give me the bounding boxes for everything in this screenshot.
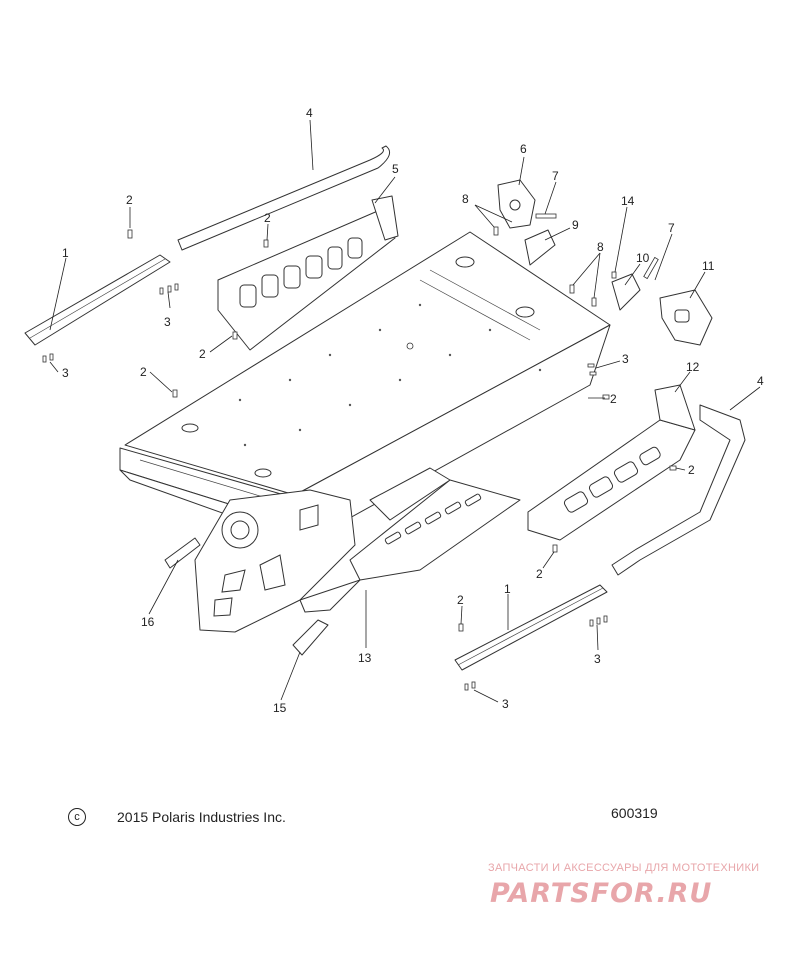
footrest-12-cutouts [563, 446, 661, 513]
watermark-logo: PARTSFOR.RU [490, 878, 712, 909]
callout-3-lower-right: 3 [594, 652, 601, 666]
bumper-tube-4-upper [177, 145, 391, 251]
rail-1-left [24, 254, 171, 346]
callout-8-left: 8 [462, 192, 469, 206]
bracket-15 [292, 619, 329, 656]
bracket-16 [164, 537, 201, 569]
callout-2-lower-rail: 2 [457, 593, 464, 607]
callout-2-lower-footrest: 2 [536, 567, 543, 581]
callout-11: 11 [702, 259, 715, 273]
callout-1-right: 1 [504, 582, 511, 596]
bracket-11 [659, 289, 713, 346]
watermark-caption: ЗАПЧАСТИ И АКСЕССУАРЫ ДЛЯ МОТОТЕХНИКИ [488, 862, 760, 874]
callout-3-right: 3 [622, 352, 629, 366]
callout-4-lower: 4 [757, 374, 764, 388]
copyright-symbol: c [68, 808, 86, 826]
callout-6: 6 [520, 142, 527, 156]
front-bulkhead-panel [194, 489, 356, 633]
bracket-9 [524, 229, 556, 266]
rail-1-right [454, 584, 608, 671]
fasteners [42, 213, 677, 691]
copyright-notice: 2015 Polaris Industries Inc. [117, 809, 286, 825]
callout-2-upper-left: 2 [126, 193, 133, 207]
bracket-6 [497, 179, 536, 229]
callout-16: 16 [141, 615, 155, 629]
bracket-10 [611, 273, 641, 311]
callout-3-upper-left-a: 3 [164, 315, 171, 329]
footrest-5-cutouts [239, 237, 363, 308]
callout-15: 15 [273, 701, 287, 715]
callout-2-footrest-left: 2 [199, 347, 206, 361]
right-footrest-12 [527, 384, 696, 541]
callout-7-upper: 7 [552, 169, 559, 183]
callout-9: 9 [572, 218, 579, 232]
callout-2-footrest-top: 2 [264, 211, 271, 225]
callout-2-right-side: 2 [610, 392, 617, 406]
left-footrest-5 [217, 195, 399, 351]
callout-2-right-footrest: 2 [688, 463, 695, 477]
callout-10: 10 [636, 251, 650, 265]
running-board-13 [299, 467, 521, 613]
callout-3-upper-left-b: 3 [62, 366, 69, 380]
callout-labels: 1 1 2 2 2 2 2 2 2 2 3 3 3 3 3 4 4 5 6 7 … [62, 106, 764, 715]
leader-lines [49, 119, 761, 703]
callout-13: 13 [358, 651, 372, 665]
running-board-slots [384, 493, 482, 545]
callout-14: 14 [621, 194, 635, 208]
main-tunnel [119, 231, 611, 541]
callout-7-right: 7 [668, 221, 675, 235]
svg-text:PARTSFOR.RU: PARTSFOR.RU [490, 878, 712, 909]
callout-3-lower: 3 [502, 697, 509, 711]
callout-1-left: 1 [62, 246, 69, 260]
diagram-number: 600319 [611, 805, 658, 821]
callout-5: 5 [392, 162, 399, 176]
callout-2-deck: 2 [140, 365, 147, 379]
callout-4-upper: 4 [306, 106, 313, 120]
callout-12: 12 [686, 360, 700, 374]
deck-rivets [238, 303, 542, 447]
bumper-tube-4-lower [611, 404, 746, 576]
callout-8-right: 8 [597, 240, 604, 254]
